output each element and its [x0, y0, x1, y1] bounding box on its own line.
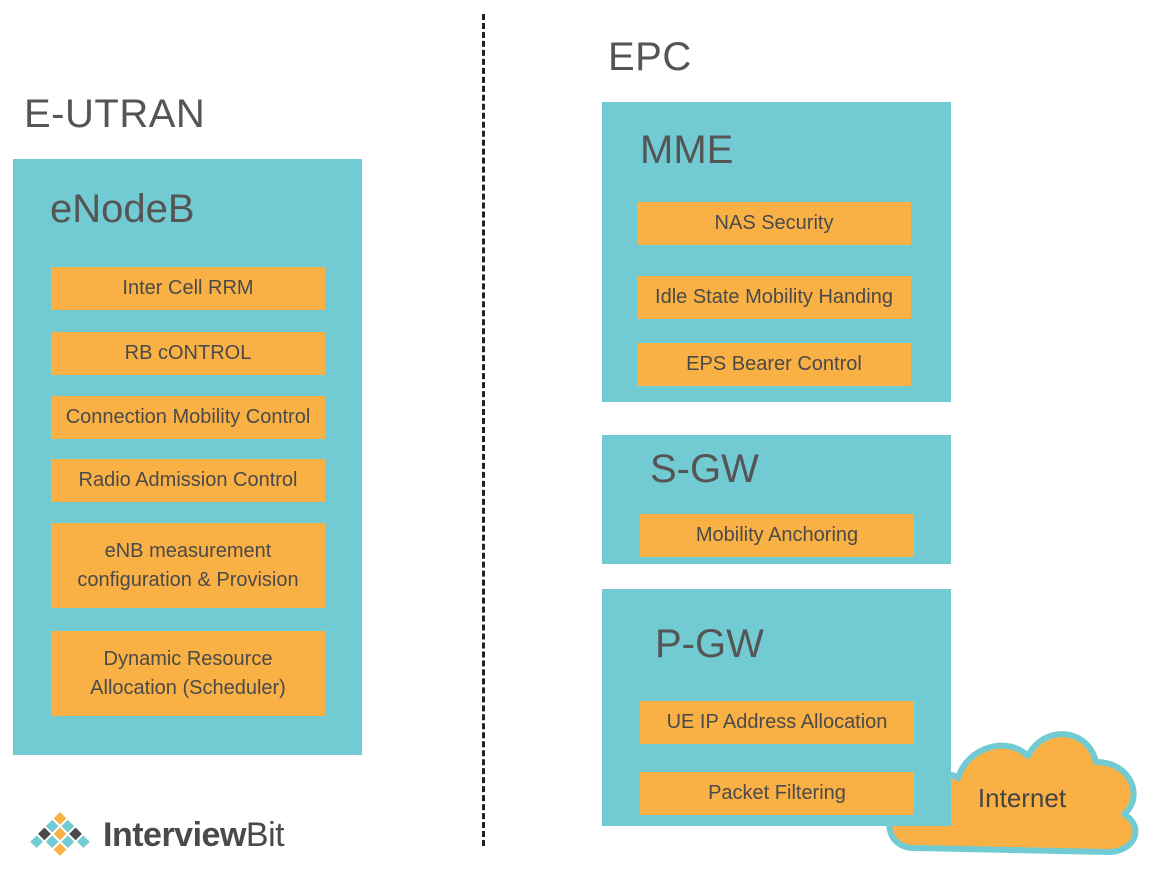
enodeb-function-inter-cell-rrm: Inter Cell RRM: [51, 267, 325, 310]
mme-function-idle-state-mobility: Idle State Mobility Handing: [637, 276, 911, 319]
enodeb-function-rb-control: RB cONTROL: [51, 332, 325, 375]
epc-title: EPC: [608, 35, 692, 79]
enodeb-function-radio-admission: Radio Admission Control: [51, 459, 325, 502]
mme-title: MME: [640, 128, 734, 172]
interviewbit-wordmark: InterviewBit: [103, 816, 285, 855]
enodeb-function-dynamic-resource: Dynamic Resource Allocation (Scheduler): [51, 631, 325, 716]
interviewbit-logo-icon: [30, 812, 90, 856]
eutran-title: E-UTRAN: [24, 92, 206, 136]
pgw-title: P-GW: [655, 622, 764, 666]
sgw-title: S-GW: [650, 447, 759, 491]
logo-brand-bold: Interview: [103, 816, 246, 854]
pgw-function-packet-filtering: Packet Filtering: [640, 772, 914, 815]
logo-brand-rest: Bit: [245, 816, 285, 854]
internet-label: Internet: [977, 783, 1067, 813]
enodeb-title: eNodeB: [50, 187, 195, 231]
mme-function-eps-bearer-control: EPS Bearer Control: [637, 343, 911, 386]
pgw-function-ue-ip-allocation: UE IP Address Allocation: [640, 701, 914, 744]
enodeb-function-measurement-config: eNB measurement configuration & Provisio…: [51, 523, 325, 608]
mme-function-nas-security: NAS Security: [637, 202, 911, 245]
enodeb-function-connection-mobility: Connection Mobility Control: [51, 396, 325, 439]
section-divider: [482, 14, 485, 846]
sgw-function-mobility-anchoring: Mobility Anchoring: [640, 514, 914, 557]
